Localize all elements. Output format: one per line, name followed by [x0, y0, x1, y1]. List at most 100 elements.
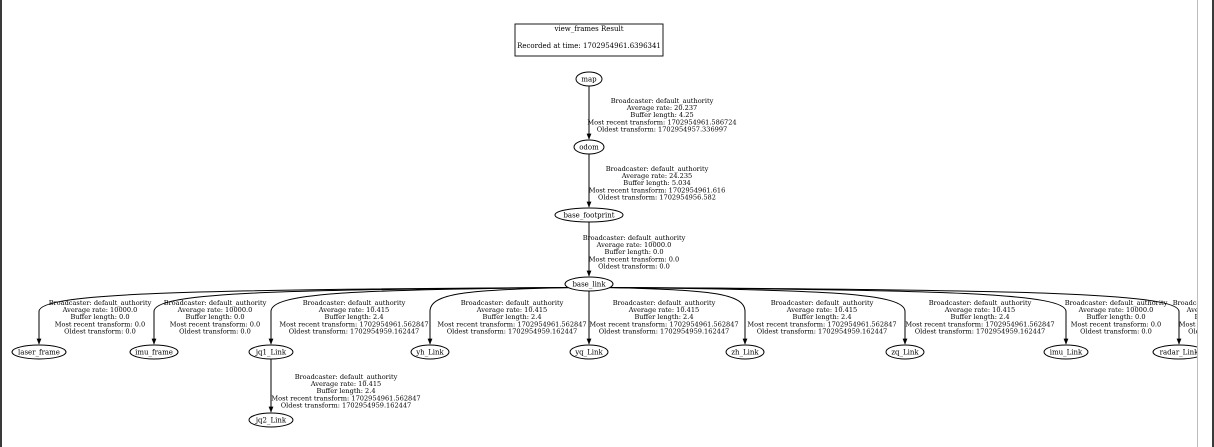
frame-node-label: zq_Link: [891, 348, 919, 356]
edge-label-line: Broadcaster: default_authority: [771, 299, 874, 307]
edge-arrow: [151, 287, 574, 345]
edge-label-line: Broadcaster: default_authority: [611, 97, 714, 105]
edge-label-line: Broadcaster: default_authority: [49, 299, 152, 307]
frame-node-label: imu_Link: [1050, 348, 1083, 356]
edge-label-line: Broadcaster: default_authority: [164, 299, 267, 307]
edge-label-line: Buffer length: 0.0: [70, 313, 129, 321]
frame-node-ellipse: [569, 344, 609, 360]
edge-label-line: Most recent transform: 0.0: [170, 320, 260, 328]
edge-label-line: Average rate: 10.415: [944, 306, 1015, 314]
frame-node-ellipse: [575, 71, 603, 87]
edge-label-line: Most recent transform: 0.0: [589, 255, 679, 263]
frame-node-ellipse: [573, 139, 605, 155]
edge-label-line: Oldest transform: 1702954959.162447: [915, 327, 1045, 335]
nodes-layer: map odom base_footprint base_link laser_fram…: [11, 71, 1206, 428]
frame-node-odom[interactable]: odom: [573, 139, 605, 155]
edge-label-line: Average rate: 20.237: [626, 104, 697, 112]
edge-label-line: Buffer length: 4.25: [630, 111, 693, 119]
edge-label-line: Buffer length: 2.4: [316, 387, 375, 395]
title-box-frame: [514, 23, 664, 57]
edge-label-line: Buffer length: 2.4: [324, 313, 383, 321]
frame-node-label: yh_Link: [415, 348, 444, 356]
edge-label-line: Average rate: 10000.0: [1078, 306, 1154, 314]
edge-label-line: Average rate: 10.415: [310, 380, 381, 388]
frame-node-yq_Link[interactable]: yq_Link: [569, 344, 609, 360]
frame-node-ellipse: [11, 344, 67, 360]
frame-node-jq2_Link[interactable]: jq2_Link: [248, 412, 294, 428]
edge-label-line: Oldest transform: 0.0: [1080, 327, 1152, 335]
edge-label-line: Broadcaster: default_authority: [606, 165, 709, 173]
edge-label-line: Average rate: 10000.0: [596, 241, 672, 249]
frame-node-label: imu_frame: [135, 348, 173, 356]
edge-label-line: Buffer length: 2.4: [950, 313, 1009, 321]
edge-label-line: Broadcaster: default_authority: [613, 299, 716, 307]
frame-node-jq1_Link[interactable]: jq1_Link: [248, 344, 294, 360]
edge-label-line: Oldest transform: 0.0: [64, 327, 136, 335]
frame-node-zh_Link[interactable]: zh_Link: [725, 344, 765, 360]
edge-label-line: Average rate: 24.235: [621, 172, 692, 180]
frame-node-laser_frame[interactable]: laser_frame: [11, 344, 67, 360]
frame-node-imu_Link[interactable]: imu_Link: [1043, 344, 1089, 360]
frame-node-label: base_link: [572, 280, 606, 288]
frame-node-ellipse: [248, 344, 294, 360]
frame-node-label: radar_Link: [1160, 348, 1199, 356]
edge-label-line: Oldest transform: 1702954959.162447: [281, 401, 411, 409]
edge-label-line: Oldest transform: 1702954959.162447: [289, 327, 419, 335]
frame-node-label: jq1_Link: [255, 348, 287, 356]
edge-label-line: Most recent transform: 1702954961.616: [589, 186, 726, 194]
vertical-scrollbar[interactable]: [1197, 0, 1212, 447]
edge-label-line: Buffer length: 0.0: [185, 313, 244, 321]
frame-node-label: laser_frame: [18, 348, 60, 356]
edge-label-line: Oldest transform: 0.0: [598, 262, 670, 270]
frame-node-label: map: [581, 75, 597, 83]
edge-label-line: Most recent transform: 1702954961.586724: [587, 118, 736, 126]
edge-label-line: Oldest transform: 1702954957.336997: [597, 125, 727, 133]
edge-label-line: Broadcaster: default_authority: [295, 373, 398, 381]
frame-node-label: zh_Link: [731, 348, 759, 356]
title-box: view_frames Result Recorded at time: 170…: [514, 23, 664, 57]
edge-label-line: Oldest transform: 1702954959.162447: [447, 327, 577, 335]
edge-arrow: [604, 287, 748, 345]
frame-node-ellipse: [725, 344, 765, 360]
edge-label-line: Oldest transform: 0.0: [179, 327, 251, 335]
edge-label-line: Most recent transform: 1702954961.562847: [747, 320, 896, 328]
edge-label-line: Broadcaster: default_authority: [1065, 299, 1168, 307]
frame-node-ellipse: [554, 207, 624, 223]
frame-node-ellipse: [129, 344, 179, 360]
edge-label-line: Average rate: 10000.0: [62, 306, 138, 314]
frame-node-ellipse: [885, 344, 925, 360]
edge-label-line: Most recent transform: 0.0: [55, 320, 145, 328]
frame-node-base_footprint[interactable]: base_footprint: [554, 207, 624, 223]
edge-arrow: [604, 287, 1182, 345]
frame-node-base_link[interactable]: base_link: [564, 276, 614, 292]
edge-arrow: [268, 287, 574, 345]
title-recorded-time: Recorded at time: 1702954961.6396341: [517, 42, 661, 50]
edge-label-line: Most recent transform: 1702954961.562847: [905, 320, 1054, 328]
edge-label-line: Average rate: 10.415: [628, 306, 699, 314]
edge-label-line: Broadcaster: default_authority: [461, 299, 564, 307]
frame-node-yh_Link[interactable]: yh_Link: [410, 344, 450, 360]
edge-label-line: Buffer length: 2.4: [482, 313, 541, 321]
edge-label-line: Broadcaster: default_authority: [1173, 299, 1212, 307]
frame-node-zq_Link[interactable]: zq_Link: [885, 344, 925, 360]
frame-node-ellipse: [564, 276, 614, 292]
edge-label-line: Most recent transform: 1702954961.562847: [271, 394, 420, 402]
title-heading: view_frames Result: [553, 25, 623, 33]
frame-node-ellipse: [1043, 344, 1089, 360]
frame-node-map[interactable]: map: [575, 71, 603, 87]
frame-node-imu_frame[interactable]: imu_frame: [129, 344, 179, 360]
